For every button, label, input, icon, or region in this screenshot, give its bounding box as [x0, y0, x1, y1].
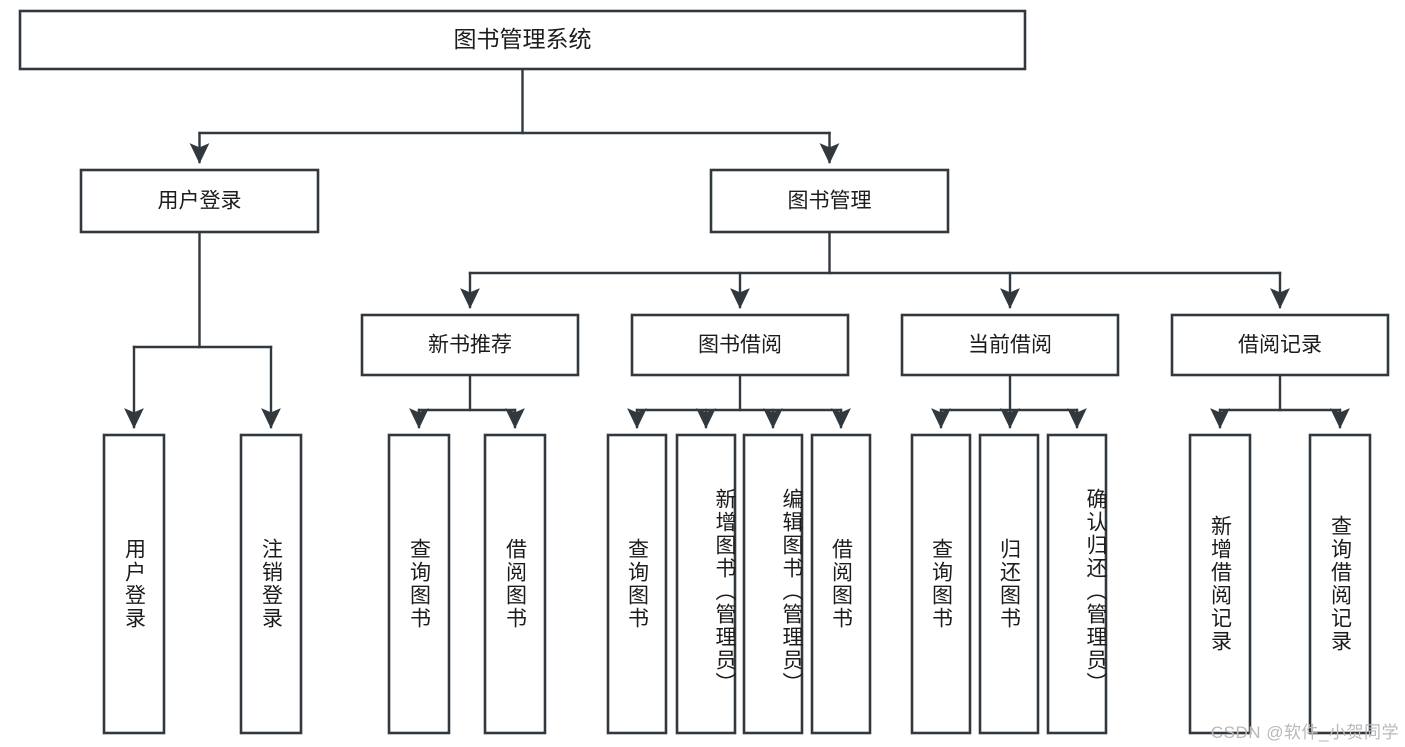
leaf-box-9 — [978, 433, 1040, 735]
leaf-box-7 — [810, 433, 872, 735]
node-label-user-login: 用户登录 — [158, 190, 242, 213]
leaf-box-10 — [1046, 433, 1108, 735]
connector-group-newbook-to-leaves — [409, 373, 525, 429]
connector-group-current-to-leaves — [931, 373, 1087, 429]
connector-group-bookmgmt-to-level3 — [460, 230, 1290, 309]
leaf-box-1 — [239, 433, 303, 735]
node-label-borrow-record: 借阅记录 — [1238, 334, 1322, 357]
node-box-borrow-record — [1170, 313, 1390, 377]
leaf-box-2 — [387, 433, 451, 735]
leaf-box-6 — [742, 433, 804, 735]
connector-group-userlogin-to-leaves — [124, 230, 281, 429]
leaf-box-0 — [102, 433, 166, 735]
leaf-box-5 — [675, 433, 737, 735]
node-label-root: 图书管理系统 — [454, 26, 592, 52]
node-box-current-borrow — [900, 313, 1120, 377]
leaf-box-4 — [606, 433, 668, 735]
watermark-text: CSDN @软件_小贺同学 — [1210, 723, 1399, 742]
connector-group-borrow-to-leaves — [627, 373, 851, 429]
node-label-book-borrow: 图书借阅 — [698, 334, 782, 357]
node-label-current-borrow: 当前借阅 — [968, 334, 1052, 357]
node-box-new-book-rec — [360, 313, 580, 377]
node-label-book-management: 图书管理 — [788, 190, 872, 213]
node-box-root — [18, 9, 1027, 71]
node-box-user-login — [79, 168, 320, 234]
leaf-box-12 — [1308, 433, 1372, 735]
node-box-book-management — [709, 168, 950, 234]
leaf-box-3 — [483, 433, 547, 735]
node-label-new-book-rec: 新书推荐 — [428, 334, 512, 357]
connector-group-record-to-leaves — [1210, 373, 1350, 429]
connector-group-root-to-level2 — [189, 67, 840, 164]
leaf-box-11 — [1188, 433, 1252, 735]
node-box-book-borrow — [630, 313, 850, 377]
leaf-box-8 — [910, 433, 972, 735]
